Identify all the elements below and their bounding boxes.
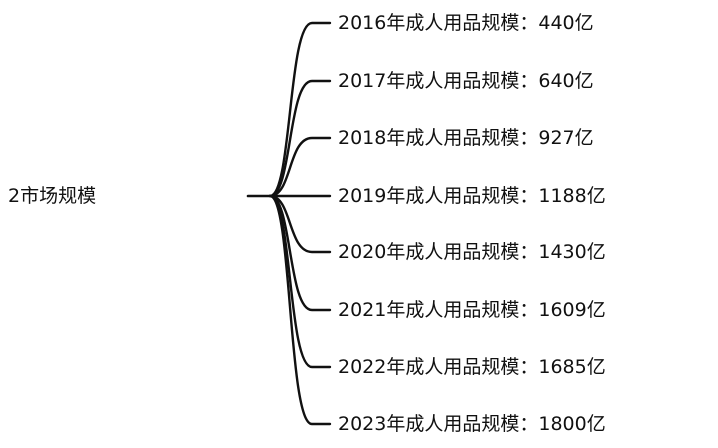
- branch-line-1: [268, 21, 332, 198]
- leaf-node-2020[interactable]: 2020年成人用品规模：1430亿: [338, 241, 606, 263]
- branch-line-7: [268, 194, 332, 369]
- leaf-node-2022[interactable]: 2022年成人用品规模：1685亿: [338, 356, 606, 378]
- leaf-node-2019[interactable]: 2019年成人用品规模：1188亿: [338, 185, 606, 207]
- leaf-node-2021[interactable]: 2021年成人用品规模：1609亿: [338, 299, 606, 321]
- branch-line-2: [268, 79, 332, 198]
- branch-line-8: [268, 194, 332, 426]
- branch-line-5: [268, 194, 332, 254]
- branch-lines: [268, 21, 332, 426]
- leaf-node-2018[interactable]: 2018年成人用品规模：927亿: [338, 127, 594, 149]
- leaf-node-2023[interactable]: 2023年成人用品规模：1800亿: [338, 413, 606, 435]
- leaf-node-2017[interactable]: 2017年成人用品规模：640亿: [338, 70, 594, 92]
- leaf-node-2016[interactable]: 2016年成人用品规模：440亿: [338, 12, 594, 34]
- branch-line-3: [268, 136, 332, 198]
- root-node[interactable]: 2市场规模: [8, 185, 97, 207]
